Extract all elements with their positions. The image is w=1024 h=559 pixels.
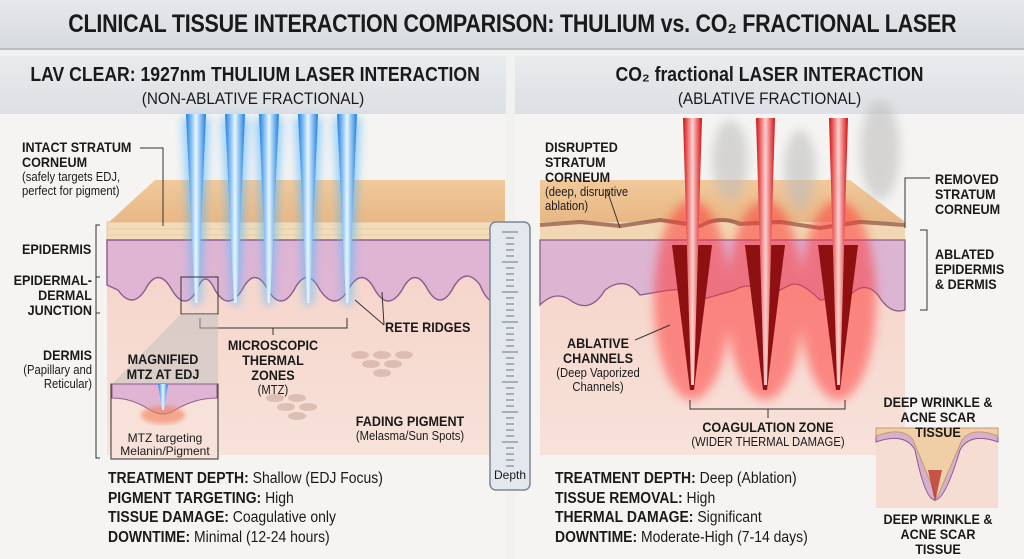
beam: [756, 118, 775, 385]
wrinkle-inset: [875, 427, 999, 508]
stat-row: THERMAL DAMAGE: Significant: [555, 509, 762, 526]
page-title: CLINICAL TISSUE INTERACTION COMPARISON: …: [67, 9, 957, 38]
left-heading: LAV CLEAR: 1927nm THULIUM LASER INTERACT…: [30, 64, 480, 86]
label-disrupted-stratum: DISRUPTED STRATUM CORNEUM(deep, disrupti…: [545, 139, 629, 214]
beam: [683, 118, 702, 385]
title-bar: CLINICAL TISSUE INTERACTION COMPARISON: …: [0, 0, 1024, 50]
left-panel-header: LAV CLEAR: 1927nm THULIUM LASER INTERACT…: [0, 56, 506, 114]
beam: [259, 114, 279, 303]
right-panel-header: CO₂ fractional LASER INTERACTION (ABLATI…: [515, 56, 1024, 114]
stat-row: PIGMENT TARGETING: High: [108, 489, 294, 507]
thulium-beams: [183, 114, 360, 305]
stat-row: DOWNTIME: Moderate-High (7-14 days): [555, 528, 808, 546]
stat-row: TREATMENT DEPTH: Deep (Ablation): [555, 470, 797, 487]
magnified-inset: [110, 383, 219, 460]
label-mtz: MICROSCOPIC THERMAL ZONES(MTZ): [227, 337, 319, 398]
label-removed-stratum: REMOVED STRATUM CORNEUM: [935, 171, 1001, 217]
label-edj: EPIDERMAL-DERMAL JUNCTION: [13, 272, 92, 318]
beam: [337, 114, 357, 303]
left-stats: TREATMENT DEPTH: Shallow (EDJ Focus) PIG…: [108, 469, 413, 547]
label-ablated: ABLATED EPIDERMIS & DERMIS: [935, 246, 1005, 292]
label-wrinkle-bottom: DEEP WRINKLE & ACNE SCAR TISSUE: [883, 511, 993, 557]
stat-row: TREATMENT DEPTH: Shallow (EDJ Focus): [108, 470, 383, 487]
smoke-plumes: [712, 100, 900, 210]
stat-row: TISSUE DAMAGE: Coagulative only: [108, 509, 336, 526]
stat-row: TISSUE REMOVAL: High: [555, 489, 716, 507]
depth-label: Depth: [493, 468, 527, 482]
pigment-clusters: [266, 351, 413, 420]
right-stats: TREATMENT DEPTH: Deep (Ablation) TISSUE …: [555, 469, 836, 547]
beam: [829, 118, 848, 385]
label-wrinkle-top: DEEP WRINKLE & ACNE SCAR TISSUE: [883, 394, 993, 440]
left-subheading: (NON-ABLATIVE FRACTIONAL): [141, 89, 365, 108]
label-ablative-channels: ABLATIVE CHANNELS(Deep Vaporized Channel…: [556, 335, 640, 395]
label-coagulation-zone: COAGULATION ZONE(WIDER THERMAL DAMAGE): [691, 419, 845, 450]
label-rete-ridges: RETE RIDGES: [385, 319, 471, 335]
label-epidermis: EPIDERMIS: [22, 241, 92, 257]
label-magnified-mtz: MAGNIFIED MTZ AT EDJ: [126, 351, 200, 382]
beam: [225, 114, 245, 303]
depth-ruler: [489, 221, 531, 491]
stat-row: DOWNTIME: Minimal (12-24 hours): [108, 528, 330, 546]
inset-caption: MTZ targeting Melanin/Pigment: [120, 431, 210, 458]
co2-beams: [654, 100, 900, 400]
label-dermis: DERMIS(Papillary and Reticular): [23, 347, 92, 392]
right-subheading: (ABLATIVE FRACTIONAL): [677, 89, 862, 108]
right-leader-lines: [606, 177, 930, 418]
beam: [186, 114, 206, 303]
beam: [298, 114, 318, 303]
label-intact-stratum: INTACT STRATUM CORNEUM(safely targets ED…: [22, 139, 132, 199]
label-fading-pigment: FADING PIGMENT(Melasma/Sun Spots): [355, 413, 465, 444]
right-heading: CO₂ fractional LASER INTERACTION: [615, 64, 924, 86]
